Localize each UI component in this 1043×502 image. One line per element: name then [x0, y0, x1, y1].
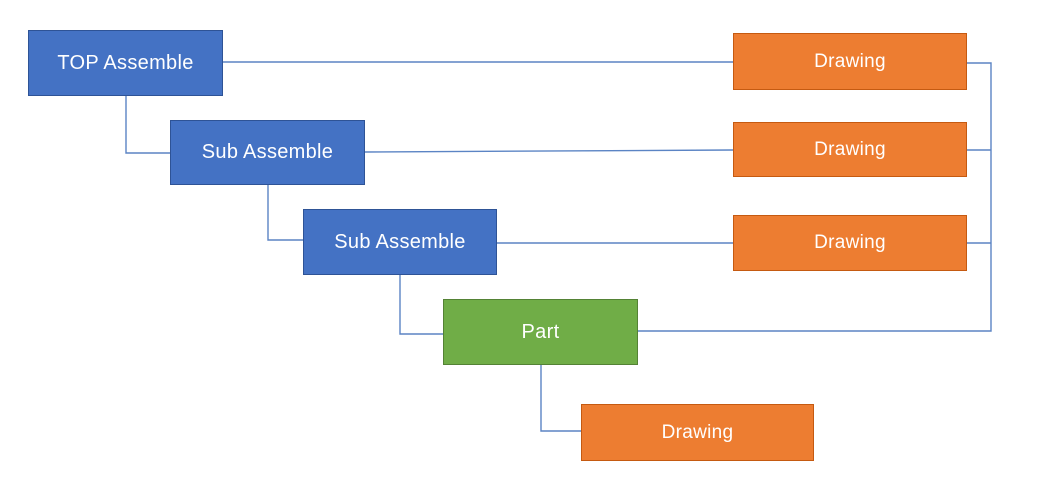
connector-part-to-drawing-4	[540, 365, 581, 432]
connector-part-right-side-bus	[638, 62, 992, 332]
connector-sub-assemble-1-to-drawing-2	[364, 149, 734, 153]
connector-top-assemble-to-sub-assemble-1	[125, 96, 170, 154]
node-drawing-1: Drawing	[733, 33, 967, 90]
node-drawing-4: Drawing	[581, 404, 814, 461]
node-top-assemble: TOP Assemble	[28, 30, 223, 96]
connector-sub-assemble-1-to-sub-assemble-2	[267, 185, 303, 241]
connector-sub-assemble-2-to-part	[399, 275, 443, 335]
node-sub-assemble-2: Sub Assemble	[303, 209, 497, 275]
node-part: Part	[443, 299, 638, 365]
node-drawing-3: Drawing	[733, 215, 967, 271]
node-drawing-2: Drawing	[733, 122, 967, 177]
node-sub-assemble-1: Sub Assemble	[170, 120, 365, 185]
